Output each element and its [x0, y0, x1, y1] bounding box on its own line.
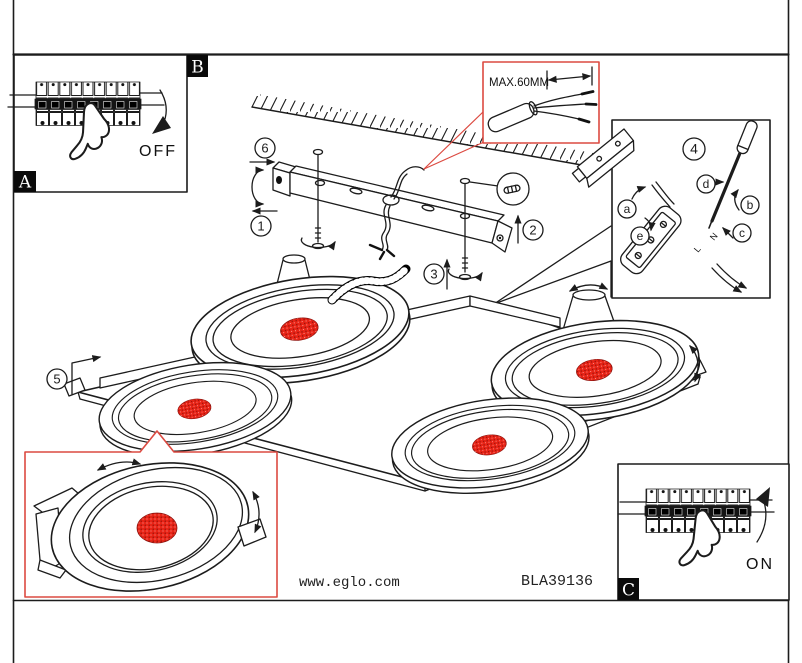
section-b-label: B — [191, 58, 204, 78]
step-number: 1 — [257, 219, 264, 234]
wall-anchor-detail — [469, 172, 530, 206]
wire — [655, 181, 675, 205]
step-1-callout: 1 — [250, 166, 278, 237]
section-b-label-box — [187, 55, 208, 77]
mounting-rail-right — [469, 295, 561, 328]
mounting-screw-left — [300, 154, 336, 251]
terminal-neutral-marking: N — [708, 231, 720, 242]
switch-state-on: ON — [746, 556, 774, 573]
wire — [651, 184, 671, 208]
strip-gauge-box: MAX.60MM — [482, 61, 600, 144]
substep-a: a — [617, 186, 647, 219]
wire-out — [716, 263, 748, 289]
strip-gauge-leaders — [423, 111, 485, 170]
wiring-detail-box: 4 N L — [571, 119, 771, 299]
substep-letter: a — [624, 202, 631, 216]
substep-arrow — [730, 188, 740, 211]
step-number: 2 — [529, 223, 536, 238]
pointer-wedge — [493, 225, 612, 305]
substep-letter: d — [703, 177, 710, 191]
mounting-bracket-bar — [272, 148, 530, 282]
step-3-callout: 3 — [423, 258, 451, 290]
ceiling-lamp-drawing: 5 — [46, 254, 707, 506]
substep-e: e — [630, 217, 656, 246]
step-5-callout: 5 — [46, 355, 102, 395]
corner-tab-left — [63, 377, 86, 397]
switch-state-off: OFF — [139, 143, 177, 160]
rotate-arrow — [300, 237, 336, 251]
panel-c: ON C — [617, 463, 790, 601]
substep-letter: e — [637, 229, 644, 243]
substep-d: d — [696, 174, 725, 194]
step-number: 4 — [690, 141, 698, 157]
slide-arrow — [71, 355, 102, 395]
section-c-label-box — [618, 578, 639, 600]
substep-arrow — [722, 227, 734, 239]
ceiling-hole — [312, 148, 324, 156]
panel-a: OFF A — [7, 54, 188, 193]
footer: www.eglo.com BLA39136 — [299, 573, 593, 591]
step-2-callout: 2 — [514, 214, 544, 244]
section-a-label: A — [18, 173, 32, 193]
turn-off-arrow-head — [152, 116, 171, 134]
tilt-arrow-right — [689, 345, 702, 383]
dimension-line — [546, 66, 593, 90]
substep-letter: c — [739, 226, 745, 240]
bar-hole — [314, 179, 326, 187]
section-a-label-box — [14, 171, 36, 192]
substep-arrow — [644, 217, 656, 232]
substep-b: b — [730, 188, 760, 215]
ceiling-hatch — [251, 93, 611, 171]
spot-detail-box — [24, 430, 278, 598]
rotate-arrow — [447, 268, 483, 282]
turn-on-arrow-head — [756, 487, 770, 507]
step-number: 6 — [261, 141, 268, 156]
bar-center-hole — [382, 194, 400, 206]
section-c-label: C — [622, 581, 635, 601]
swing-arrow — [251, 166, 265, 208]
section-b: B — [187, 55, 208, 78]
bar-slot — [421, 204, 435, 212]
hanging-wires — [368, 204, 396, 261]
step-number: 5 — [53, 372, 60, 387]
mains-cable — [390, 166, 425, 198]
swivel-arrow-top — [96, 458, 142, 471]
terminal-live-marking: L — [692, 244, 703, 254]
flange-hole — [496, 234, 504, 242]
turn-on-arrow-tail — [756, 501, 767, 543]
step-6-callout: 6 — [249, 137, 276, 166]
wire-out — [711, 267, 743, 293]
tilt-arrow-right — [252, 490, 262, 534]
flex-conduit — [327, 264, 411, 305]
strip-length-label: MAX.60MM — [489, 77, 549, 89]
mounting-screw-right — [447, 183, 483, 282]
ceiling-hole — [459, 177, 471, 185]
model-number: BLA39136 — [521, 573, 593, 590]
end-stud — [276, 176, 282, 184]
screwdriver-icon — [708, 120, 758, 229]
bracket-piece — [571, 128, 635, 188]
website-text: www.eglo.com — [299, 575, 400, 591]
substep-letter: b — [747, 198, 754, 212]
substep-c: c — [722, 223, 752, 243]
mains-cable-line — [393, 173, 408, 200]
stripped-cable-drawing — [487, 90, 598, 133]
step-number: 3 — [430, 267, 437, 282]
swivel-arrow — [568, 282, 609, 292]
substep-arrow — [631, 186, 647, 200]
bar-slot — [349, 187, 363, 195]
